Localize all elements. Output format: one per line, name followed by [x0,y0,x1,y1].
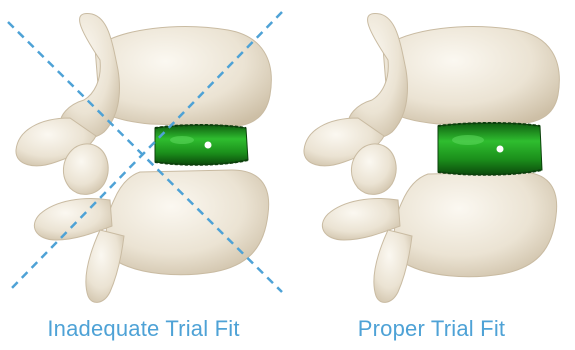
spine-segment-right-illustration [288,0,575,310]
facet-joint [351,144,396,194]
lower-vertebra [106,170,268,275]
inadequate-fit-caption: Inadequate Trial Fit [0,316,287,342]
upper-vertebra [383,27,559,124]
proper-fit-caption: Proper Trial Fit [288,316,575,342]
trial-implant-proper [438,123,542,175]
inadequate-fit-panel: Inadequate Trial Fit [0,0,287,350]
lower-vertebra [394,172,556,277]
facet-joint [63,144,108,194]
proper-fit-panel: Proper Trial Fit [288,0,575,350]
spine-segment-left-illustration [0,0,287,310]
lower-tail-process [374,230,412,302]
lower-tail-process [86,230,124,302]
trial-implant-undersized [155,125,248,165]
